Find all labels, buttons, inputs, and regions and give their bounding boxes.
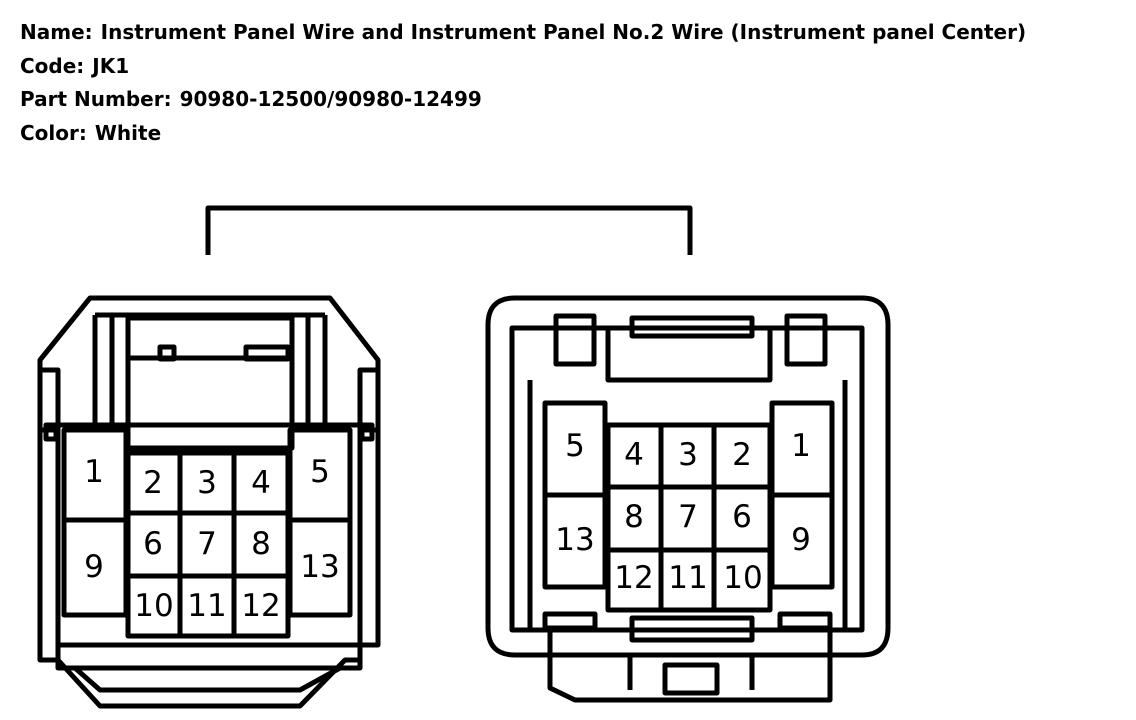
right-pin-2: 2 bbox=[732, 437, 752, 473]
right-connector-housing bbox=[485, 295, 891, 703]
right-pin-13: 13 bbox=[555, 522, 594, 558]
left-pin-8: 8 bbox=[251, 526, 271, 562]
right-pin-1: 1 bbox=[791, 428, 811, 464]
code-label: Code: bbox=[20, 53, 85, 78]
part-number-value: 90980-12500/90980-12499 bbox=[179, 87, 482, 111]
right-cavity-grid bbox=[542, 400, 835, 613]
name-value: Instrument Panel Wire and Instrument Pan… bbox=[100, 20, 1027, 44]
right-pin-5: 5 bbox=[565, 428, 585, 464]
left-pin-12: 12 bbox=[241, 588, 280, 624]
part-number-label: Part Number: bbox=[20, 87, 172, 111]
right-pin-7: 7 bbox=[678, 499, 698, 535]
part-number-row: Part Number: 90980-12500/90980-12499 bbox=[20, 83, 1026, 117]
left-cavity-grid bbox=[61, 427, 353, 639]
left-connector-housing bbox=[37, 295, 381, 709]
name-row: Name: Instrument Panel Wire and Instrumen… bbox=[20, 16, 1026, 50]
right-pin-8: 8 bbox=[624, 499, 644, 535]
left-pin-4: 4 bbox=[251, 465, 271, 501]
connector-info: Name: Instrument Panel Wire and Instrumen… bbox=[20, 16, 1026, 150]
right-pin-4: 4 bbox=[624, 437, 644, 473]
right-pin-11: 11 bbox=[668, 560, 707, 596]
left-pin-1: 1 bbox=[84, 454, 104, 490]
left-pin-3: 3 bbox=[197, 465, 217, 501]
right-pin-10: 10 bbox=[723, 560, 762, 596]
left-pin-13: 13 bbox=[300, 549, 339, 585]
right-pin-6: 6 bbox=[732, 499, 752, 535]
right-pin-3: 3 bbox=[678, 437, 698, 473]
left-pin-7: 7 bbox=[197, 526, 217, 562]
color-label: Color: bbox=[20, 120, 87, 145]
code-value: JK1 bbox=[92, 53, 130, 78]
color-row: Color: White bbox=[20, 117, 1026, 151]
right-pin-9: 9 bbox=[791, 522, 811, 558]
left-pin-2: 2 bbox=[143, 465, 163, 501]
mating-bracket bbox=[205, 205, 693, 255]
code-row: Code: JK1 bbox=[20, 50, 1026, 84]
left-pin-10: 10 bbox=[134, 588, 173, 624]
left-pin-11: 11 bbox=[187, 588, 226, 624]
name-label: Name: bbox=[20, 20, 93, 44]
left-pin-6: 6 bbox=[143, 526, 163, 562]
left-pin-9: 9 bbox=[84, 549, 104, 585]
left-pin-5: 5 bbox=[310, 454, 330, 490]
right-pin-12: 12 bbox=[614, 560, 653, 596]
color-value: White bbox=[94, 120, 162, 145]
